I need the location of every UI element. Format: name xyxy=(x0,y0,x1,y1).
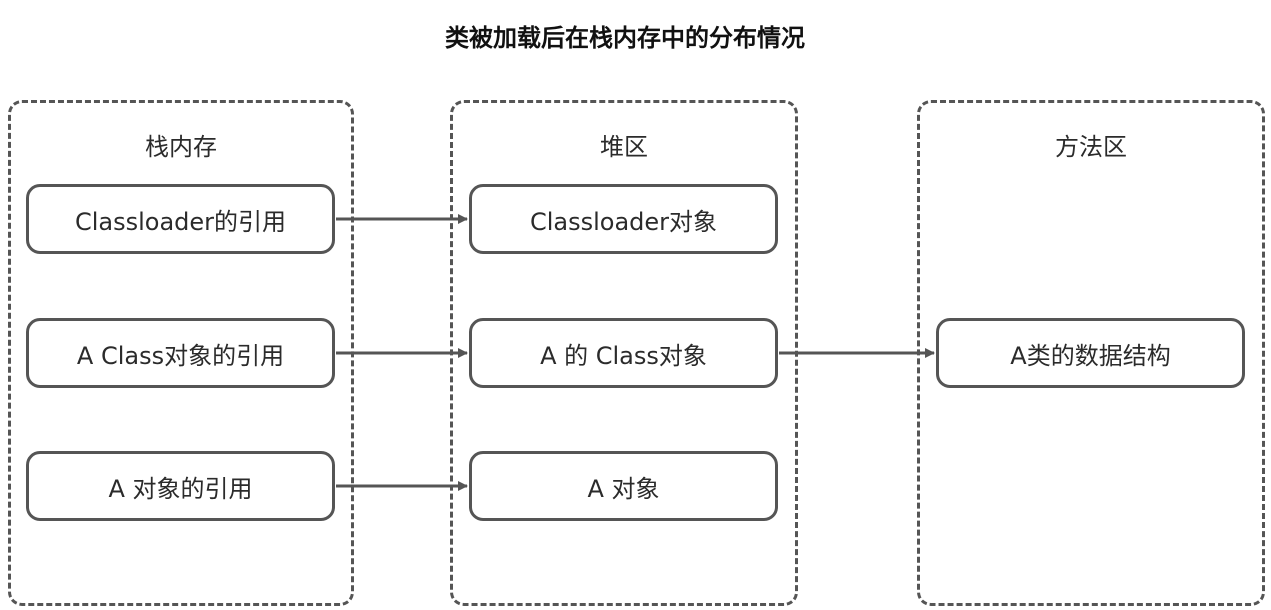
a-class-data-structure-node: A类的数据结构 xyxy=(936,318,1245,388)
classloader-reference-node: Classloader的引用 xyxy=(26,184,335,254)
a-object-node: A 对象 xyxy=(469,451,778,521)
a-object-reference-node: A 对象的引用 xyxy=(26,451,335,521)
a-class-object-reference-node: A Class对象的引用 xyxy=(26,318,335,388)
method-area-label: 方法区 xyxy=(1055,133,1127,161)
classloader-object-node: Classloader对象 xyxy=(469,184,778,254)
a-class-object-node: A 的 Class对象 xyxy=(469,318,778,388)
stack-memory-label: 栈内存 xyxy=(145,133,217,161)
diagram-title: 类被加载后在栈内存中的分布情况 xyxy=(445,24,805,52)
heap-label: 堆区 xyxy=(600,133,648,161)
